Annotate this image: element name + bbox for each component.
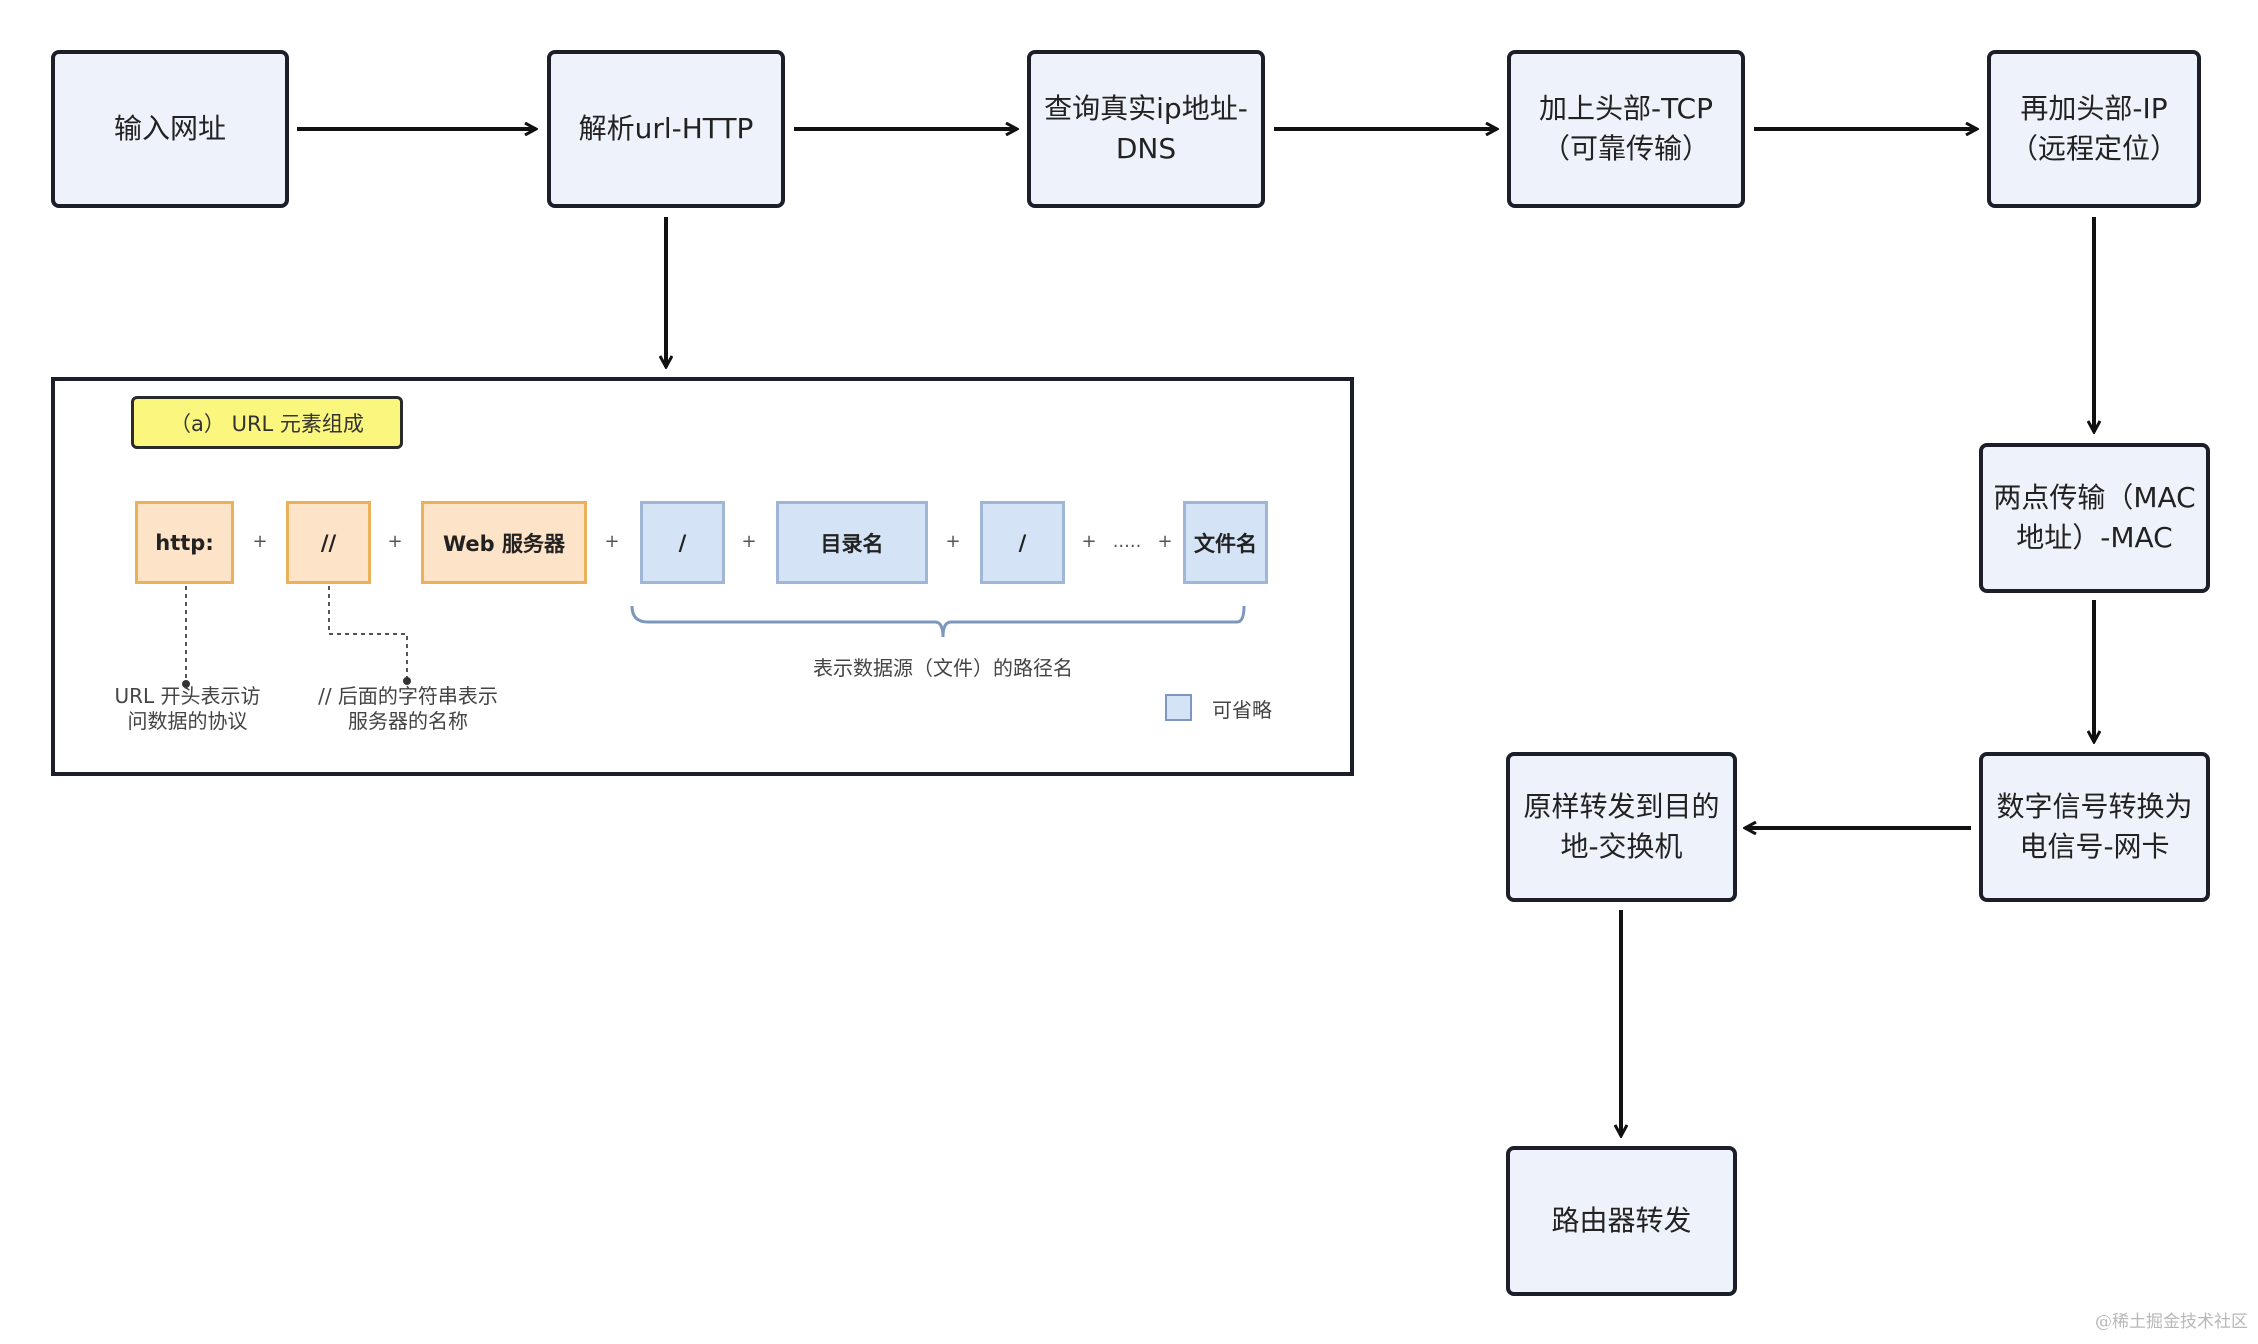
node-parse-url-http-label: 解析url-HTTP <box>578 112 754 145</box>
node-network-card-line1: 数字信号转换为 <box>1996 790 2193 823</box>
protocol-leader-dot <box>182 680 190 688</box>
node-router-forward: 路由器转发 <box>1506 1146 1737 1296</box>
node-input-url-label: 输入网址 <box>113 112 226 145</box>
node-parse-url-http: 解析url-HTTP <box>547 50 785 208</box>
segment-protocol: http: <box>135 501 234 584</box>
node-network-card: 数字信号转换为 电信号-网卡 <box>1979 752 2210 902</box>
node-router-forward-label: 路由器转发 <box>1551 1204 1692 1237</box>
server-note-line1: // 后面的字符串表示 <box>318 684 498 708</box>
node-switch-forward-line2: 地-交换机 <box>1560 830 1683 863</box>
legend-swatch <box>1165 694 1192 721</box>
protocol-note: URL 开头表示访 问数据的协议 <box>95 684 280 734</box>
plus-sign: + <box>604 531 620 552</box>
watermark: @稀土掘金技术社区 <box>2095 1312 2248 1332</box>
node-ip-header-line1: 再加头部-IP <box>2020 92 2168 125</box>
plus-sign: + <box>1157 531 1173 552</box>
ellipsis: ..... <box>1112 531 1142 552</box>
plus-sign: + <box>945 531 961 552</box>
path-note: 表示数据源（文件）的路径名 <box>813 656 1073 680</box>
node-switch-forward: 原样转发到目的 地-交换机 <box>1506 752 1737 902</box>
node-mac-transfer: 两点传输（MAC 地址）-MAC <box>1979 443 2210 593</box>
node-dns-lookup-line2: DNS <box>1115 132 1177 165</box>
segment-slash-1: / <box>640 501 725 584</box>
segment-directory: 目录名 <box>776 501 928 584</box>
segment-filename: 文件名 <box>1183 501 1268 584</box>
node-tcp-header-line2: （可靠传输） <box>1541 132 1710 165</box>
node-tcp-header-line1: 加上头部-TCP <box>1538 92 1713 125</box>
node-dns-lookup: 查询真实ip地址- DNS <box>1027 50 1265 208</box>
server-note-line2: 服务器的名称 <box>348 709 468 733</box>
server-leader-dot <box>403 677 411 685</box>
node-input-url: 输入网址 <box>51 50 289 208</box>
url-structure-figure: （a） URL 元素组成 http: + // + Web 服务器 + / + … <box>51 377 1354 776</box>
protocol-note-line1: URL 开头表示访 <box>114 684 261 708</box>
legend-label: 可省略 <box>1212 698 1272 722</box>
server-note: // 后面的字符串表示 服务器的名称 <box>303 684 513 734</box>
plus-sign: + <box>387 531 403 552</box>
protocol-note-line2: 问数据的协议 <box>127 709 248 733</box>
segment-slash-2: / <box>980 501 1065 584</box>
node-ip-header-line2: （远程定位） <box>2009 132 2178 165</box>
node-tcp-header: 加上头部-TCP （可靠传输） <box>1507 50 1745 208</box>
plus-sign: + <box>1081 531 1097 552</box>
path-brace <box>630 605 1246 638</box>
segment-web-server: Web 服务器 <box>421 501 587 584</box>
node-mac-transfer-line1: 两点传输（MAC <box>1993 481 2196 514</box>
segment-double-slash: // <box>286 501 371 584</box>
node-switch-forward-line1: 原样转发到目的 <box>1523 790 1720 823</box>
plus-sign: + <box>741 531 757 552</box>
node-mac-transfer-line2: 地址）-MAC <box>2016 521 2173 554</box>
server-leader-line <box>328 586 408 681</box>
url-figure-lines <box>182 586 1246 688</box>
node-network-card-line2: 电信号-网卡 <box>2019 830 2170 863</box>
node-dns-lookup-line1: 查询真实ip地址- <box>1044 92 1248 125</box>
url-figure-caption: （a） URL 元素组成 <box>131 396 403 449</box>
node-ip-header: 再加头部-IP （远程定位） <box>1987 50 2201 208</box>
plus-sign: + <box>252 531 268 552</box>
